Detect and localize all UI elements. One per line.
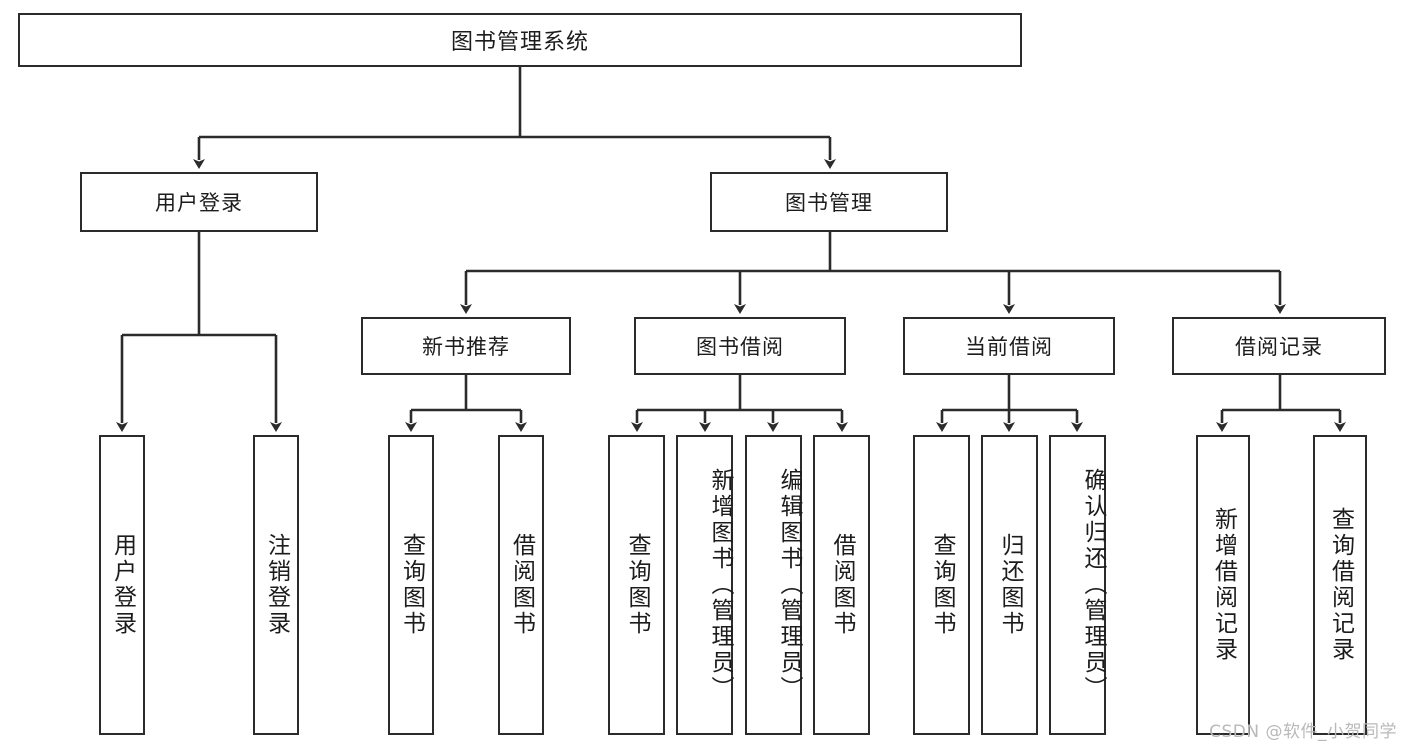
node-borrow-record[interactable]: 借阅记录 [1172,317,1386,375]
leaf-current-confirm-return-admin[interactable]: 确认归还（管理员） [1049,435,1106,735]
leaf-user-login[interactable]: 用户登录 [99,435,145,735]
csdn-watermark: CSDN @软件_小贺同学 [1209,722,1397,742]
leaf-record-query[interactable]: 查询借阅记录 [1313,435,1367,735]
leaf-borrow-add-book-admin[interactable]: 新增图书（管理员） [676,435,733,735]
node-book-borrow[interactable]: 图书借阅 [634,317,846,375]
leaf-borrow-edit-book-admin[interactable]: 编辑图书（管理员） [745,435,802,735]
leaf-borrow-borrow-book[interactable]: 借阅图书 [813,435,870,735]
node-user-login[interactable]: 用户登录 [80,172,318,232]
node-current-borrow[interactable]: 当前借阅 [903,317,1115,375]
leaf-current-query-book[interactable]: 查询图书 [913,435,970,735]
leaf-new-book-query[interactable]: 查询图书 [388,435,434,735]
node-root-system[interactable]: 图书管理系统 [18,13,1022,67]
node-book-management[interactable]: 图书管理 [710,172,948,232]
node-new-book-recommend[interactable]: 新书推荐 [361,317,571,375]
leaf-user-logout[interactable]: 注销登录 [253,435,299,735]
leaf-current-return-book[interactable]: 归还图书 [981,435,1038,735]
leaf-new-book-borrow[interactable]: 借阅图书 [498,435,544,735]
leaf-borrow-query-book[interactable]: 查询图书 [608,435,665,735]
leaf-record-add[interactable]: 新增借阅记录 [1196,435,1250,735]
